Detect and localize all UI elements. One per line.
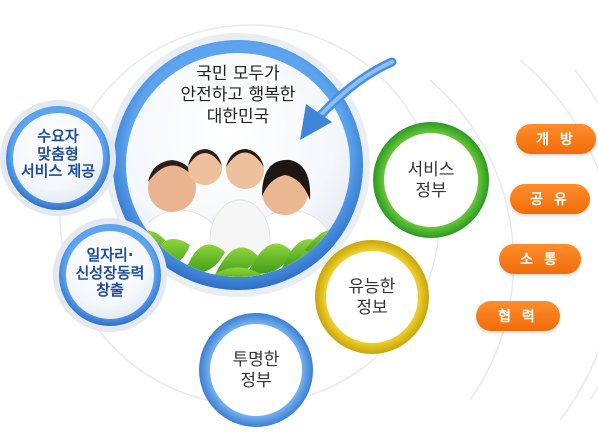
ring-service	[373, 122, 489, 238]
family-photo	[126, 149, 350, 277]
person-faces	[148, 149, 311, 215]
left-node-1	[0, 100, 116, 216]
left-node-2-label: 일자리· 신성장동력 창출	[75, 246, 145, 300]
value-pill-open: 개 방	[516, 124, 596, 154]
ring-capable	[315, 240, 429, 354]
center-slogan: 국민 모두가 안전하고 행복한 대한민국	[180, 64, 296, 127]
ring-transparent	[199, 313, 313, 427]
left-node-1-label: 수요자 맞춤형 서비스 제공	[20, 127, 96, 181]
curved-arrow-icon	[300, 57, 397, 140]
ring-transparent-label: 투명한 정부	[232, 350, 280, 391]
ring-capable-label: 유능한 정보	[348, 277, 396, 318]
value-pill-cooperate: 협 력	[476, 301, 560, 331]
value-pill-communicate: 소 통	[499, 244, 581, 274]
left-node-2	[53, 218, 167, 332]
value-pill-share: 공 유	[510, 184, 590, 214]
ring-service-label: 서비스 정부	[407, 160, 455, 201]
